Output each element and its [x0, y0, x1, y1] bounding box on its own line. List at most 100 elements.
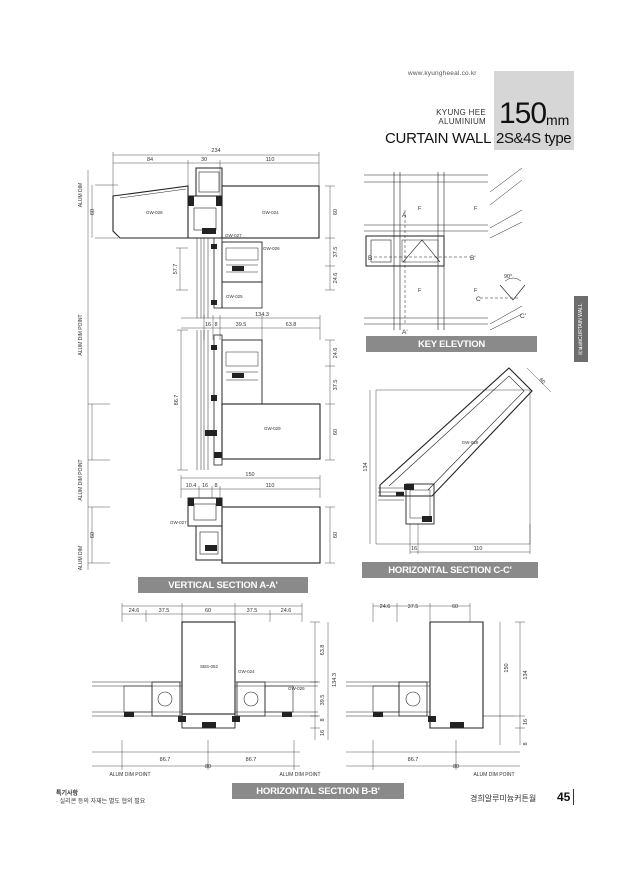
profile-size: 150 — [499, 97, 547, 130]
footer-note: 특기사항 · 실리콘 등의 자재는 별도 협의 필요 — [56, 790, 145, 806]
part-gw-027: GW-027 — [225, 233, 242, 238]
dim-60a: 60 — [333, 209, 339, 215]
dim-60c: 60 — [333, 429, 339, 435]
dim-24-6a: 24.6 — [333, 273, 339, 284]
fixed-label-2: F — [474, 206, 478, 212]
part-gw-024: GW-024 — [262, 210, 279, 215]
hbb-dim-39-5: 39.5 — [320, 695, 326, 706]
profile-type: 2S&4S type — [496, 130, 572, 147]
hbb-right-dim-80: 80 — [453, 764, 459, 770]
hbb-right-dim-24-6: 24.6 — [380, 604, 391, 610]
hbb-dim-134-3: 134.3 — [332, 673, 338, 687]
hbb-dim-24-6b: 24.6 — [281, 608, 292, 614]
dim-60b: 60 — [90, 209, 96, 215]
hbb-dim-86-7b: 86.7 — [246, 757, 257, 763]
dim-16b: 16 — [202, 483, 208, 489]
dim-8a: 8 — [214, 322, 217, 328]
brand-name: KYUNG HEE ALUMINIUM — [436, 108, 486, 126]
hbb-dim-86-7a: 86.7 — [160, 757, 171, 763]
hbb-right-dim-37-5: 37.5 — [408, 604, 419, 610]
hcc-dim-16: 16 — [411, 546, 417, 552]
part-gw-029: GW-029 — [264, 426, 281, 431]
hbb-dim-63-8: 63.8 — [320, 645, 326, 656]
dim-60e: 60 — [90, 532, 96, 538]
hcc-dim-60: 60 — [537, 377, 546, 386]
hbb-dim-37-5a: 37.5 — [159, 608, 170, 614]
dim-24-6b: 24.6 — [333, 348, 339, 359]
dim-16a: 16 — [205, 322, 211, 328]
hbb-alum-dim-point-1: ALUM DIM POINT — [109, 772, 150, 778]
hbb-dim-60: 60 — [205, 608, 211, 614]
part-gw-026: GW-026 — [263, 246, 280, 251]
hcc-part-label: GW-028 — [462, 440, 479, 445]
dim-30: 30 — [201, 157, 207, 163]
marker-c: C — [476, 296, 481, 303]
dim-37-5b: 37.5 — [333, 380, 339, 391]
profile-size-unit: mm — [546, 112, 570, 128]
brand-line-2: ALUMINIUM — [438, 117, 486, 126]
hbb-right-dim-60: 60 — [452, 604, 458, 610]
marker-a-prime: A' — [402, 329, 408, 336]
hbb-right-dim-86-7: 86.7 — [408, 757, 419, 763]
dim-10-4: 10.4 — [186, 483, 197, 489]
horizontal-section-bb-label: HORIZONTAL SECTION B-B' — [232, 783, 404, 799]
dim-84: 84 — [147, 157, 153, 163]
brand-line-1: KYUNG HEE — [436, 108, 486, 117]
dim-86-7: 86.7 — [174, 395, 180, 406]
hcc-dim-110: 110 — [474, 546, 483, 552]
hbb-dim-16: 16 — [320, 730, 326, 736]
fixed-label-4: F — [474, 288, 478, 294]
angle-label: 90° — [504, 274, 512, 280]
key-elevation-label: KEY ELEVTION — [366, 336, 537, 352]
hbb-dim-37-5b: 37.5 — [247, 608, 258, 614]
dim-110b: 110 — [266, 483, 275, 489]
hbb-dim-8: 8 — [320, 718, 326, 721]
horizontal-section-cc-label: HORIZONTAL SECTION C-C' — [362, 562, 538, 578]
hbb-dim-80: 80 — [205, 764, 211, 770]
hbb-right-dim-150: 150 — [504, 663, 510, 672]
footer-note-title: 특기사항 — [56, 791, 79, 797]
hbb-part-gw-024: GW-024 — [238, 669, 255, 674]
dim-63-8: 63.8 — [286, 322, 297, 328]
hbb-dim-24-6a: 24.6 — [129, 608, 140, 614]
part-gw-028: GW-028 — [146, 210, 163, 215]
hbb-right-dim-16: 16 — [523, 719, 529, 725]
dim-39-5: 39.5 — [236, 322, 247, 328]
hbb-part-main: SBS-052 — [200, 664, 219, 669]
website-url: www.kyungheeal.co.kr — [408, 70, 477, 77]
fixed-label-3: F — [418, 288, 422, 294]
part-gw-025: GW-025 — [226, 294, 243, 299]
hbb-alum-dim-point-2: ALUM DIM POINT — [279, 772, 320, 778]
dim-110: 110 — [266, 157, 275, 163]
hbb-right-dim-8: 8 — [523, 742, 529, 745]
dim-150: 150 — [245, 472, 254, 478]
marker-b-prime: B' — [470, 255, 476, 262]
title-box — [494, 71, 574, 150]
part-gw-027-bottom: GW-027 — [170, 520, 187, 525]
marker-c-prime: C' — [520, 313, 526, 320]
hbb-part-gw-026: GW-026 — [288, 686, 305, 691]
dim-37-5a: 37.5 — [333, 247, 339, 258]
dim-8b: 8 — [214, 483, 217, 489]
alum-dim-label-2: ALUM DIM — [78, 546, 84, 570]
vertical-section-label: VERTICAL SECTION A-A' — [138, 577, 308, 593]
footer-note-text: · 실리콘 등의 자재는 별도 협의 필요 — [56, 799, 146, 805]
marker-b: B — [368, 255, 372, 262]
hcc-dim-134: 134 — [363, 462, 369, 471]
dim-234: 234 — [211, 148, 220, 154]
page-number: 45 — [557, 790, 571, 804]
alum-dim-label-1: ALUM DIM — [78, 183, 84, 207]
footer-company: 경희알루미늄커튼월 — [470, 794, 537, 803]
page-title: CURTAIN WALL — [385, 130, 492, 147]
dim-60d: 60 — [333, 532, 339, 538]
dim-134-3: 134.3 — [255, 312, 269, 318]
hbb-right-dim-134: 134 — [523, 670, 529, 679]
marker-a: A — [402, 212, 407, 219]
hbb-alum-dim-point-3: ALUM DIM POINT — [473, 772, 514, 778]
fixed-label-1: F — [418, 206, 422, 212]
page-divider — [573, 789, 574, 805]
dim-57-7: 57.7 — [173, 264, 179, 275]
alum-dim-point-label-1: ALUM DIM POINT — [78, 314, 84, 355]
alum-dim-point-label-2: ALUM DIM POINT — [78, 459, 84, 500]
